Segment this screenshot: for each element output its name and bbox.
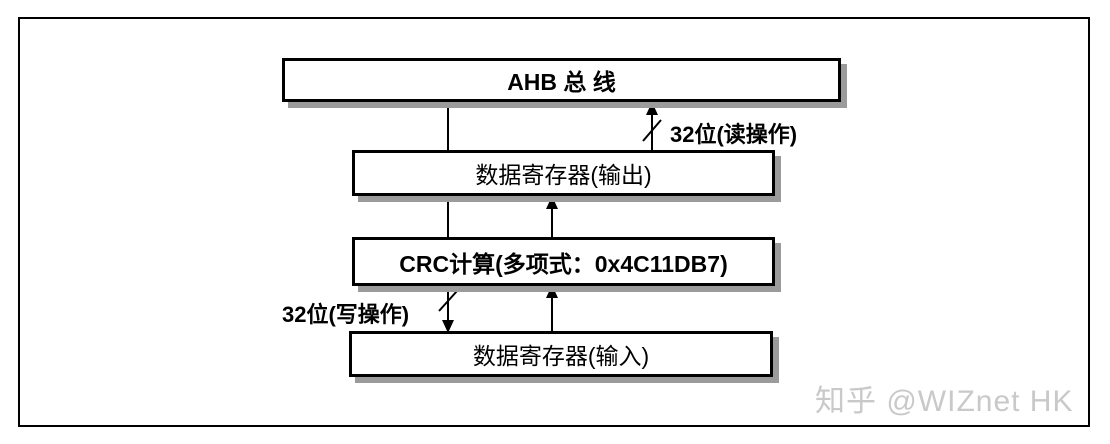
crc-computation-box: CRC计算(多项式：0x4C11DB7) <box>352 237 775 286</box>
data-register-input-box: 数据寄存器(输入) <box>349 331 773 377</box>
data-register-output-label: 数据寄存器(输出) <box>475 162 652 188</box>
watermark-text: 知乎 @WIZnet HK <box>815 385 1074 418</box>
ahb-bus-label: AHB 总 线 <box>507 69 616 95</box>
input-to-crc-arrowhead <box>546 285 558 298</box>
read-arrowhead <box>646 102 658 115</box>
write-operation-label: 32位(写操作) <box>282 302 410 327</box>
write-arrowhead <box>442 320 454 333</box>
data-register-output-box: 数据寄存器(输出) <box>352 150 775 196</box>
ahb-bus-box: AHB 总 线 <box>282 58 841 102</box>
write-bus-width-slash <box>438 290 458 312</box>
crc-to-output-arrowhead <box>546 196 558 209</box>
data-register-input-label: 数据寄存器(输入) <box>472 343 650 369</box>
read-operation-label: 32位(读操作) <box>670 122 798 147</box>
crc-computation-label: CRC计算(多项式：0x4C11DB7) <box>399 250 728 277</box>
read-bus-width-slash <box>642 119 662 142</box>
